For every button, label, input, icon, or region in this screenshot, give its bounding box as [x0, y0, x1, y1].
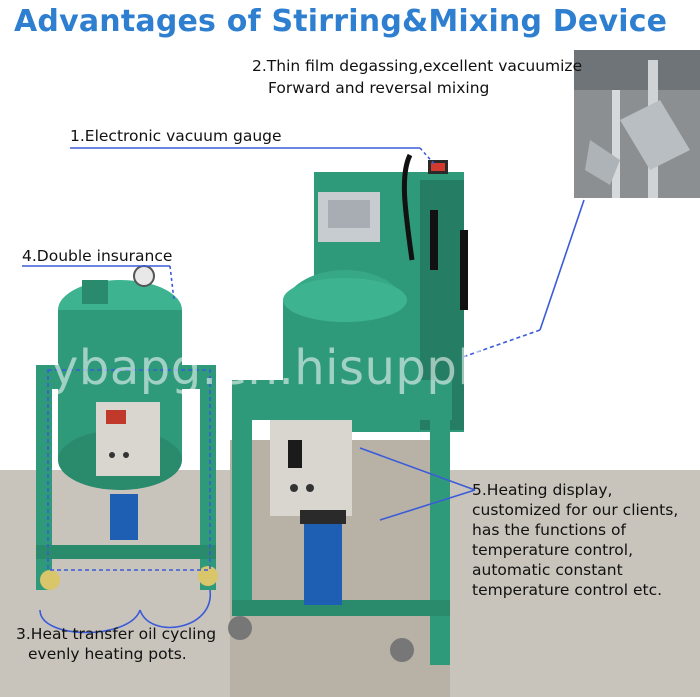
- small-mixer-machine: [36, 265, 218, 590]
- double-insurance-dashed-frame: [47, 369, 211, 571]
- callout-5-line: 5.Heating display,: [472, 481, 613, 499]
- callout-5-line: temperature control,: [472, 541, 634, 559]
- callout-5-line-a: [359, 447, 476, 491]
- callout-4-label: 4.Double insurance: [22, 247, 173, 265]
- callout-5-label: 5.Heating display, customized for our cl…: [472, 480, 678, 600]
- callout-5-line: customized for our clients,: [472, 501, 679, 519]
- title-bar: [0, 0, 700, 50]
- callout-5-line: automatic constant: [472, 561, 623, 579]
- callout-2-label-line-1: 2.Thin film degassing,excellent vacuumiz…: [252, 57, 583, 75]
- callout-2-label-line-2: Forward and reversal mixing: [268, 79, 490, 97]
- page-title: Advantages of Stirring&Mixing Device: [14, 4, 668, 39]
- mixing-blade-inset-photo: [574, 50, 700, 198]
- callout-5-line: temperature control etc.: [472, 581, 663, 599]
- callout-3-label-line-2: evenly heating pots.: [28, 645, 187, 663]
- callout-3-line: [39, 589, 211, 634]
- large-mixer-machine: [228, 153, 468, 665]
- callout-5-line: has the functions of: [472, 521, 626, 539]
- watermark-text: ybapg.en.hisupplier.com: [50, 340, 651, 396]
- callout-3-label-line-1: 3.Heat transfer oil cycling: [16, 625, 217, 643]
- callout-5-line-b: [379, 489, 476, 521]
- callout-1-label: 1.Electronic vacuum gauge: [70, 127, 282, 145]
- callout-2-line: [539, 199, 585, 331]
